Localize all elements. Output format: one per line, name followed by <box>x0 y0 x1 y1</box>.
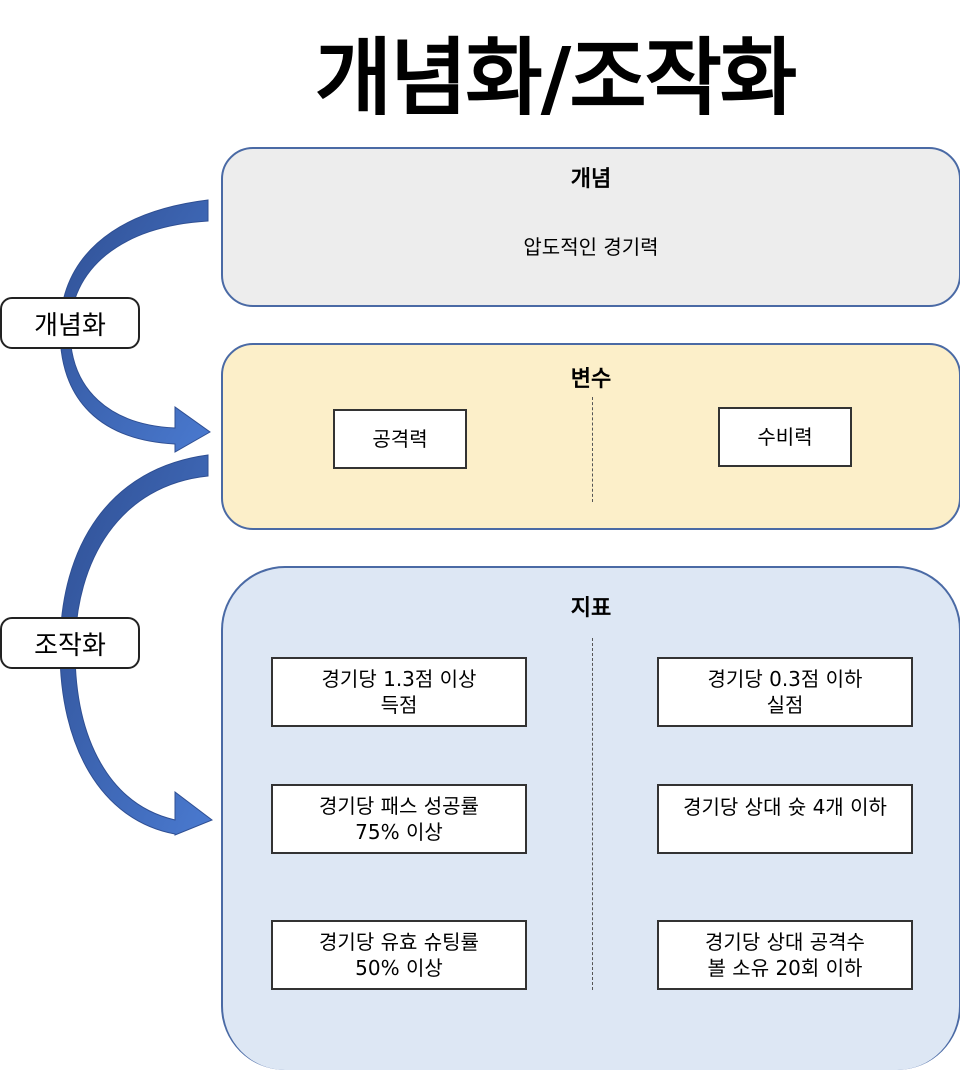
indicator-text: 75% 이상 <box>355 820 443 844</box>
conceptualization-arrow <box>59 199 211 453</box>
variable-panel: 변수 공격력 수비력 <box>221 343 960 530</box>
variable-defense: 수비력 <box>718 407 852 467</box>
indicator-text: 경기당 상대 공격수 <box>705 930 865 954</box>
indicator-right-2: 경기당 상대 슛 4개 이하 <box>657 784 913 854</box>
indicator-heading: 지표 <box>570 596 612 621</box>
indicator-text: 경기당 패스 성공률 <box>319 794 479 818</box>
indicator-text: 경기당 1.3점 이상 <box>321 667 477 691</box>
operationalization-label: 조작화 <box>0 617 140 669</box>
variable-attack: 공격력 <box>333 409 467 469</box>
indicator-text: 경기당 상대 슛 4개 이하 <box>683 795 887 819</box>
indicator-text: 실점 <box>766 693 804 717</box>
indicator-text: 50% 이상 <box>355 956 443 980</box>
indicator-text: 경기당 0.3점 이하 <box>707 667 863 691</box>
indicator-text: 볼 소유 20회 이하 <box>707 956 863 980</box>
variable-divider <box>592 397 593 502</box>
operationalization-arrow <box>59 454 214 836</box>
page-title: 개념화/조작화 <box>314 29 797 127</box>
conceptualization-label: 개념화 <box>0 297 140 349</box>
indicator-text: 경기당 유효 슈팅률 <box>319 930 479 954</box>
concept-heading: 개념 <box>570 167 612 192</box>
concept-text: 압도적인 경기력 <box>523 235 659 259</box>
concept-panel: 개념 압도적인 경기력 <box>221 147 960 307</box>
indicator-divider <box>592 638 593 990</box>
indicator-text: 득점 <box>380 693 418 717</box>
variable-heading: 변수 <box>570 367 612 392</box>
